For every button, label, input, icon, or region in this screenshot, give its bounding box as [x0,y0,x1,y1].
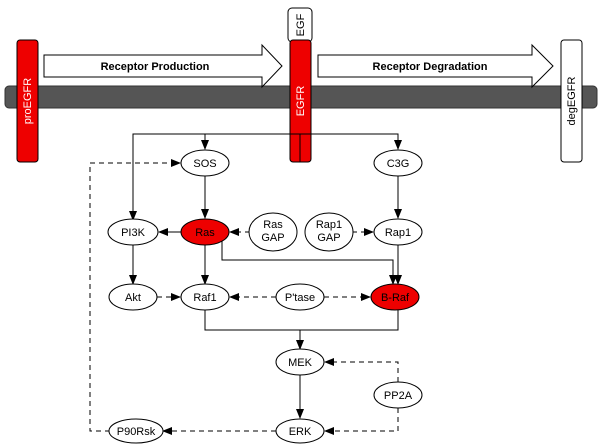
egfr-to-c3g-line [300,133,402,150]
proegfr-bar [16,39,39,163]
egfr-to-pi3k-line [129,133,301,221]
node-braf: B-Raf [370,283,420,311]
egfr-label: EGFR [295,86,307,117]
node-p90rsk: P90Rsk [108,418,164,444]
node-rap1-gap: Rap1 GAP [304,212,354,252]
p90rsk-to-sos-line [89,159,181,432]
sos-label: SOS [193,158,216,170]
node-mek: MEK [275,348,325,376]
ptase-label: P'tase [285,292,315,304]
proegfr-label: proEGFR [22,78,34,125]
ras-label: Ras [195,227,215,239]
p90rsk-label: P90Rsk [117,426,156,438]
node-pp2a: PP2A [373,381,423,409]
node-ras: Ras [180,218,230,246]
pp2a-to-mek-line [324,358,399,382]
node-akt: Akt [108,283,158,311]
akt-label: Akt [125,292,141,304]
pp2a-label: PP2A [384,390,413,402]
c3g-label: C3G [387,158,410,170]
node-raf1: Raf1 [180,283,230,311]
receptor-production-label: Receptor Production [101,61,210,73]
node-rap1: Rap1 [373,218,423,246]
rap1-gap-label-2: GAP [317,232,340,244]
pi3k-label: PI3K [121,227,146,239]
node-pi3k: PI3K [107,218,159,246]
braf-to-mek-line [300,310,399,331]
receptor-degradation-arrow [317,43,554,89]
mek-label: MEK [288,357,313,369]
receptor-production-arrow [43,43,283,89]
degegfr-bar [560,39,583,163]
ras-to-braf-line [221,237,397,285]
ras-gap-label-2: GAP [261,232,284,244]
egf-label: EGF [295,13,307,36]
raf1-to-mek-line [204,310,304,350]
ras-gap-label-1: Ras [263,219,283,231]
erk-label: ERK [289,426,312,438]
degegfr-label: degEGFR [566,76,578,125]
dashed-connectors [89,159,399,435]
node-ras-gap: Ras GAP [248,212,298,252]
node-ptase: P'tase [275,283,325,311]
receptor-degradation-label: Receptor Degradation [373,61,488,73]
rap1-label: Rap1 [385,227,411,239]
node-sos: SOS [180,149,230,177]
node-c3g: C3G [373,149,423,177]
raf1-label: Raf1 [193,292,216,304]
braf-label: B-Raf [381,292,410,304]
node-erk: ERK [275,418,325,444]
pp2a-to-erk-line [324,408,399,435]
solid-connectors [129,133,402,419]
rap1-gap-label-1: Rap1 [316,219,342,231]
